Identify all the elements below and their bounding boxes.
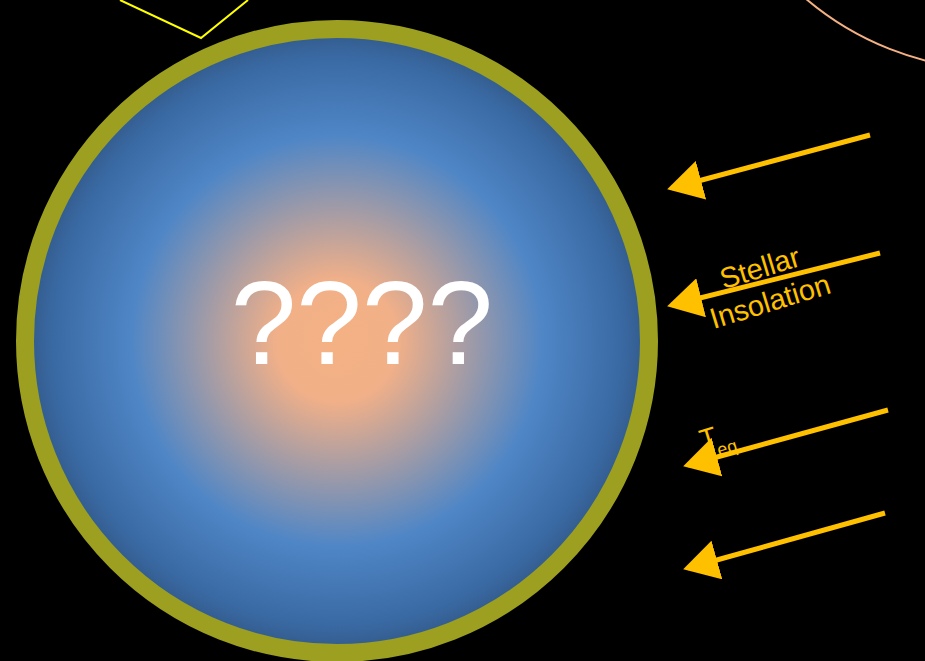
insolation-arrow [688, 410, 888, 465]
insolation-arrow [688, 513, 885, 568]
insolation-label: Stellar Insolation [664, 224, 866, 346]
unknown-interior-label: ???? [231, 264, 494, 382]
temperature-label: eq [715, 431, 759, 462]
planet-circle: ???? [16, 20, 658, 661]
star-edge [700, 0, 925, 70]
insolation-arrow [672, 135, 870, 188]
leader-line [120, 0, 248, 38]
